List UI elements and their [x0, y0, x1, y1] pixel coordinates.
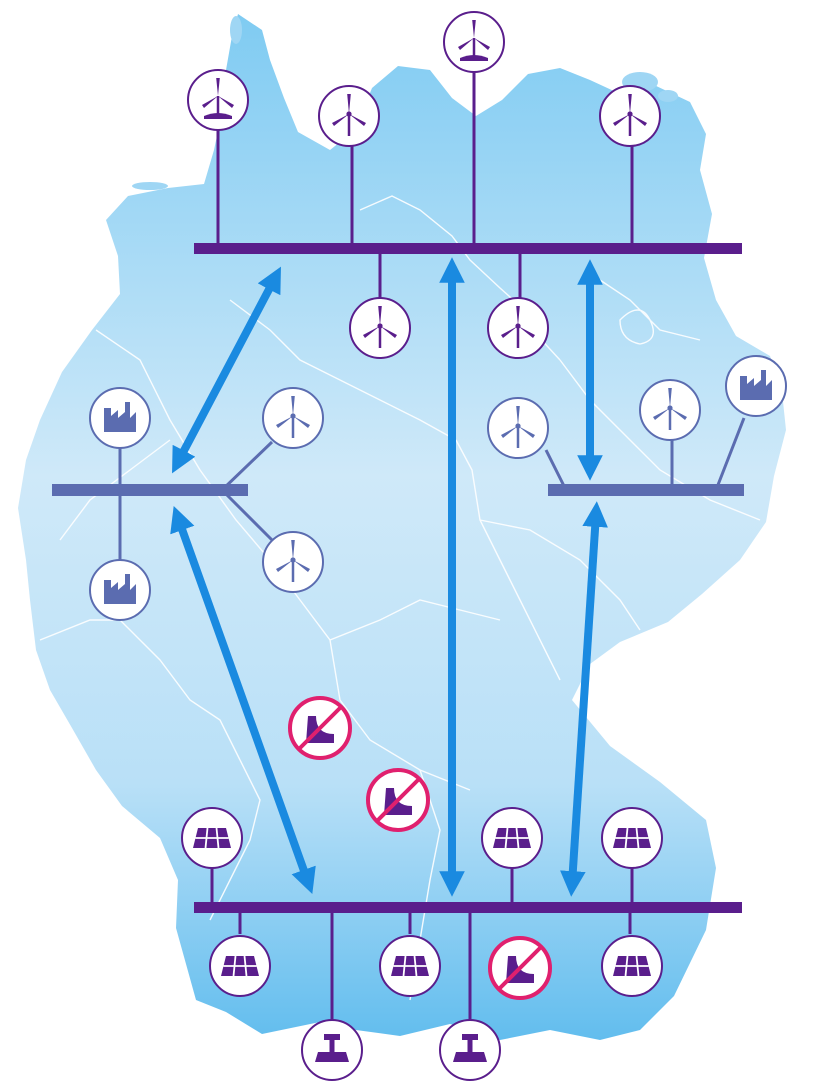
nuclear-plant-prohibited-icon [488, 936, 552, 1000]
offshore-wind-turbine-icon [186, 68, 250, 132]
solar-panel-icon [601, 935, 663, 997]
solar-panel-icon [601, 807, 663, 869]
offshore-wind-turbine-icon [442, 10, 506, 74]
germany-outline [18, 14, 786, 1040]
bus-bars [52, 243, 744, 913]
nuclear-plant-prohibited-icon [366, 768, 430, 832]
pumped-storage-icon [301, 1019, 363, 1081]
factory-icon [725, 355, 787, 417]
solar-panel-icon [379, 935, 441, 997]
factory-icon [89, 559, 151, 621]
wind-turbine-icon [261, 530, 325, 594]
solar-panel-icon [209, 935, 271, 997]
wind-turbine-icon [598, 84, 662, 148]
arrow-west-south [170, 505, 316, 895]
north-bus [194, 243, 742, 254]
nuclear-plant-prohibited-icon [288, 696, 352, 760]
wind-turbine-icon [486, 296, 550, 360]
pumped-storage-icon [439, 1019, 501, 1081]
wind-turbine-icon [261, 386, 325, 450]
wind-turbine-icon [638, 378, 702, 442]
wind-turbine-icon [317, 84, 381, 148]
arrow-east-south [560, 501, 608, 897]
wind-turbine-icon [486, 396, 550, 460]
south-bus [194, 902, 742, 913]
east-bus [548, 484, 744, 496]
solar-panel-icon [181, 807, 243, 869]
factory-icon [89, 387, 151, 449]
west-bus [52, 484, 248, 496]
solar-panel-icon [481, 807, 543, 869]
arrow-north-west [172, 266, 281, 474]
transmission-arrows [170, 257, 608, 897]
wind-turbine-icon [348, 296, 412, 360]
germany-map [18, 14, 786, 1040]
